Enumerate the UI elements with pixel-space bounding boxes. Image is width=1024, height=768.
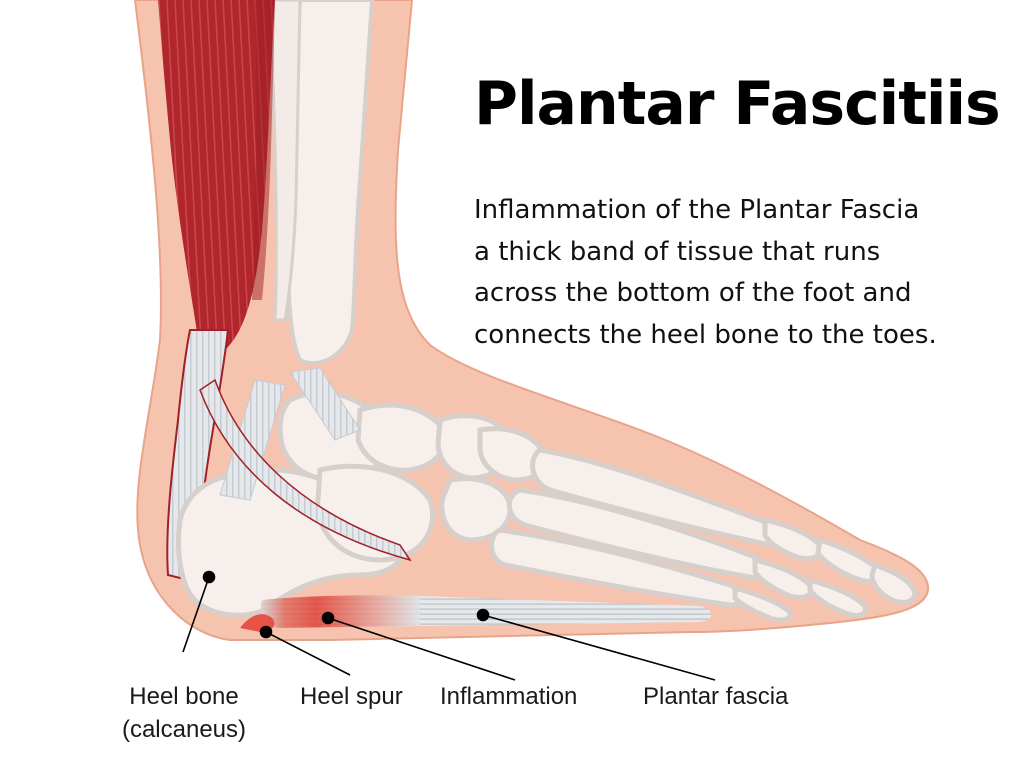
plantar-fascia (240, 595, 712, 632)
tibia-bone (268, 0, 375, 366)
label-heel-bone-line2: (calcaneus) (121, 716, 247, 743)
label-inflammation: Inflammation (440, 683, 578, 710)
label-heel-bone-line1: Heel bone (129, 683, 239, 710)
heel-bone-pointer (182, 576, 210, 653)
ankle-ligaments (199, 367, 412, 562)
description-line: Inflammation of the Plantar Fascia (474, 195, 920, 225)
pointer-lines (182, 570, 716, 681)
label-heel-spur: Heel spur (300, 683, 403, 710)
description-line: connects the heel bone to the toes. (474, 319, 937, 350)
heel-spur-pointer (265, 631, 351, 676)
description-line: a thick band of tissue that runs (474, 236, 881, 267)
plantar-fascia-pointer (482, 614, 716, 681)
calf-muscle (158, 0, 275, 350)
inflammation-region (260, 595, 420, 628)
description: Inflammation of the Plantar Fascia a thi… (474, 190, 944, 356)
page-title: Plantar Fascitiis (474, 69, 1001, 139)
inflammation-pointer (327, 617, 516, 681)
label-plantar-fascia: Plantar fascia (643, 683, 789, 710)
description-line: across the bottom of the foot and (474, 278, 912, 308)
label-heel-bone: Heel bone (calcaneus) (118, 680, 250, 746)
foot-bones (176, 390, 918, 623)
